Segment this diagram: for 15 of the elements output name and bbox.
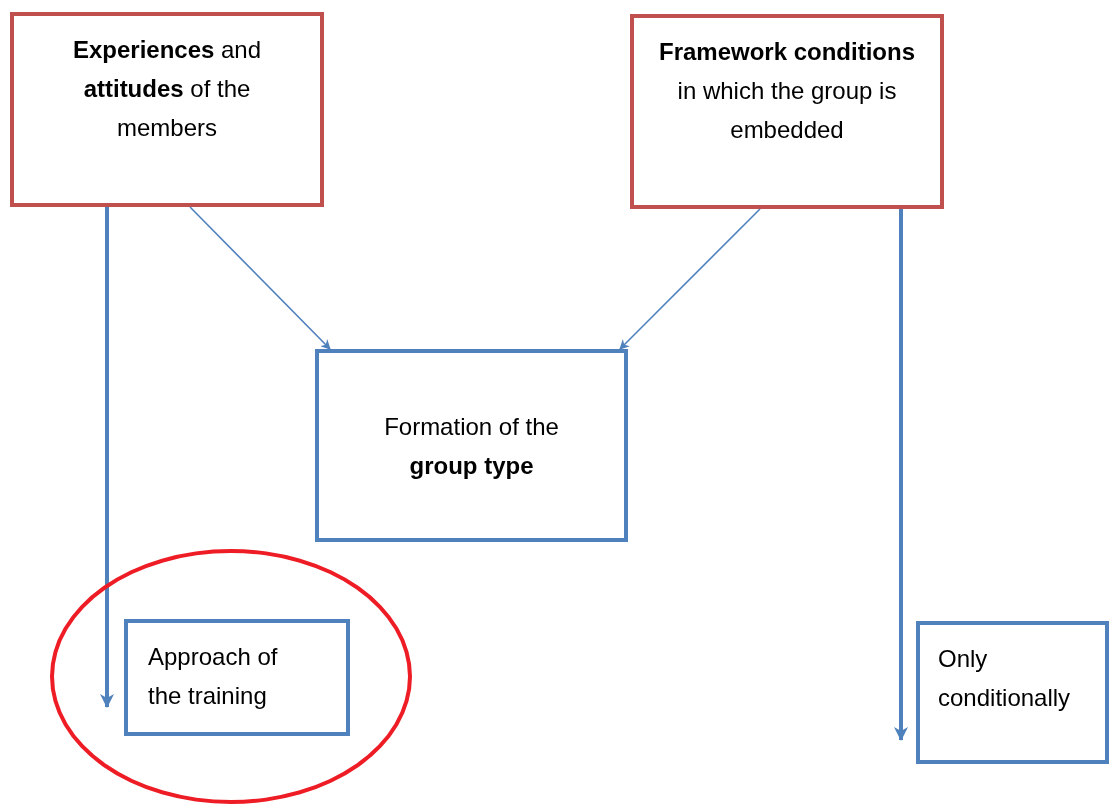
box-text: Only conditionally — [938, 644, 1072, 713]
highlight-ellipse — [50, 549, 412, 804]
process-box — [630, 14, 944, 209]
process-box — [916, 621, 1109, 764]
process-box — [124, 619, 350, 736]
box-text: Framework conditions in which the group is embedded — [657, 37, 916, 145]
box-text: Formation of the group type — [383, 411, 560, 481]
process-box — [10, 12, 324, 207]
arrow — [189, 206, 331, 350]
box-text: Approach of the training — [148, 642, 279, 711]
arrow — [100, 207, 114, 708]
arrow — [619, 208, 761, 350]
process-box — [315, 349, 628, 542]
arrow — [894, 209, 908, 741]
box-text: Experiences and attitudes of the members — [71, 35, 263, 143]
